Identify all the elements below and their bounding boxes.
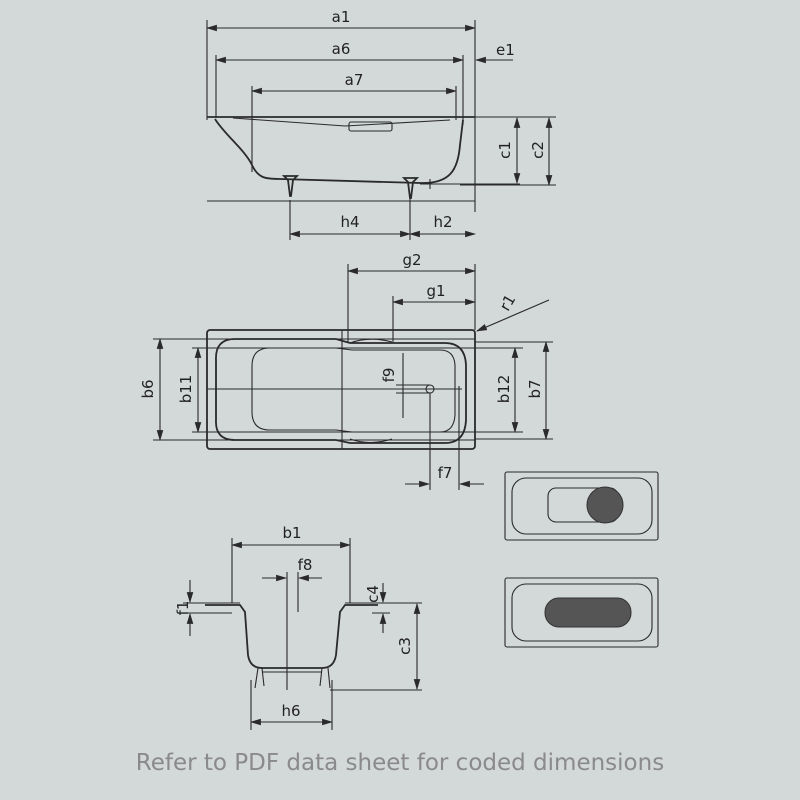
label-f9: f9 <box>380 368 398 383</box>
variant-with-round-mat <box>504 471 659 541</box>
label-a7: a7 <box>345 71 364 89</box>
label-h4: h4 <box>340 213 359 231</box>
label-r1: r1 <box>496 291 519 314</box>
label-c3: c3 <box>396 637 414 655</box>
side-view: a1 a6 e1 a7 c1 c2 h4 h2 <box>205 8 556 240</box>
label-f8: f8 <box>298 556 313 574</box>
label-b6: b6 <box>139 379 157 398</box>
overflow <box>348 121 393 132</box>
round-mat <box>586 486 624 524</box>
label-f1: f1 <box>174 601 192 616</box>
label-a1: a1 <box>332 8 351 26</box>
label-b12: b12 <box>495 375 513 404</box>
variant-with-long-mat <box>504 577 659 648</box>
caption-note: Refer to PDF data sheet for coded dimens… <box>135 750 665 776</box>
section-view: b1 f8 f1 c4 c3 h6 <box>174 524 422 730</box>
label-c1: c1 <box>496 141 514 159</box>
label-a6: a6 <box>332 40 351 58</box>
label-h2: h2 <box>433 213 452 231</box>
label-g1: g1 <box>426 282 445 300</box>
long-mat <box>544 597 632 628</box>
label-c4: c4 <box>364 585 382 603</box>
label-e1: e1 <box>496 41 515 59</box>
plan-view: b6 b11 b12 b7 g2 g1 r1 f9 f7 <box>139 251 553 490</box>
tub-section <box>205 604 378 669</box>
dim-r1 <box>475 299 550 332</box>
tub-inner-outline <box>215 338 467 444</box>
label-g2: g2 <box>402 251 421 269</box>
label-c2: c2 <box>529 141 547 159</box>
tub-profile <box>214 118 464 184</box>
label-b1: b1 <box>282 524 301 542</box>
label-h6: h6 <box>281 702 300 720</box>
label-b7: b7 <box>526 379 544 398</box>
label-f7: f7 <box>438 464 453 482</box>
label-b11: b11 <box>177 375 195 404</box>
tub-feet <box>281 175 420 199</box>
